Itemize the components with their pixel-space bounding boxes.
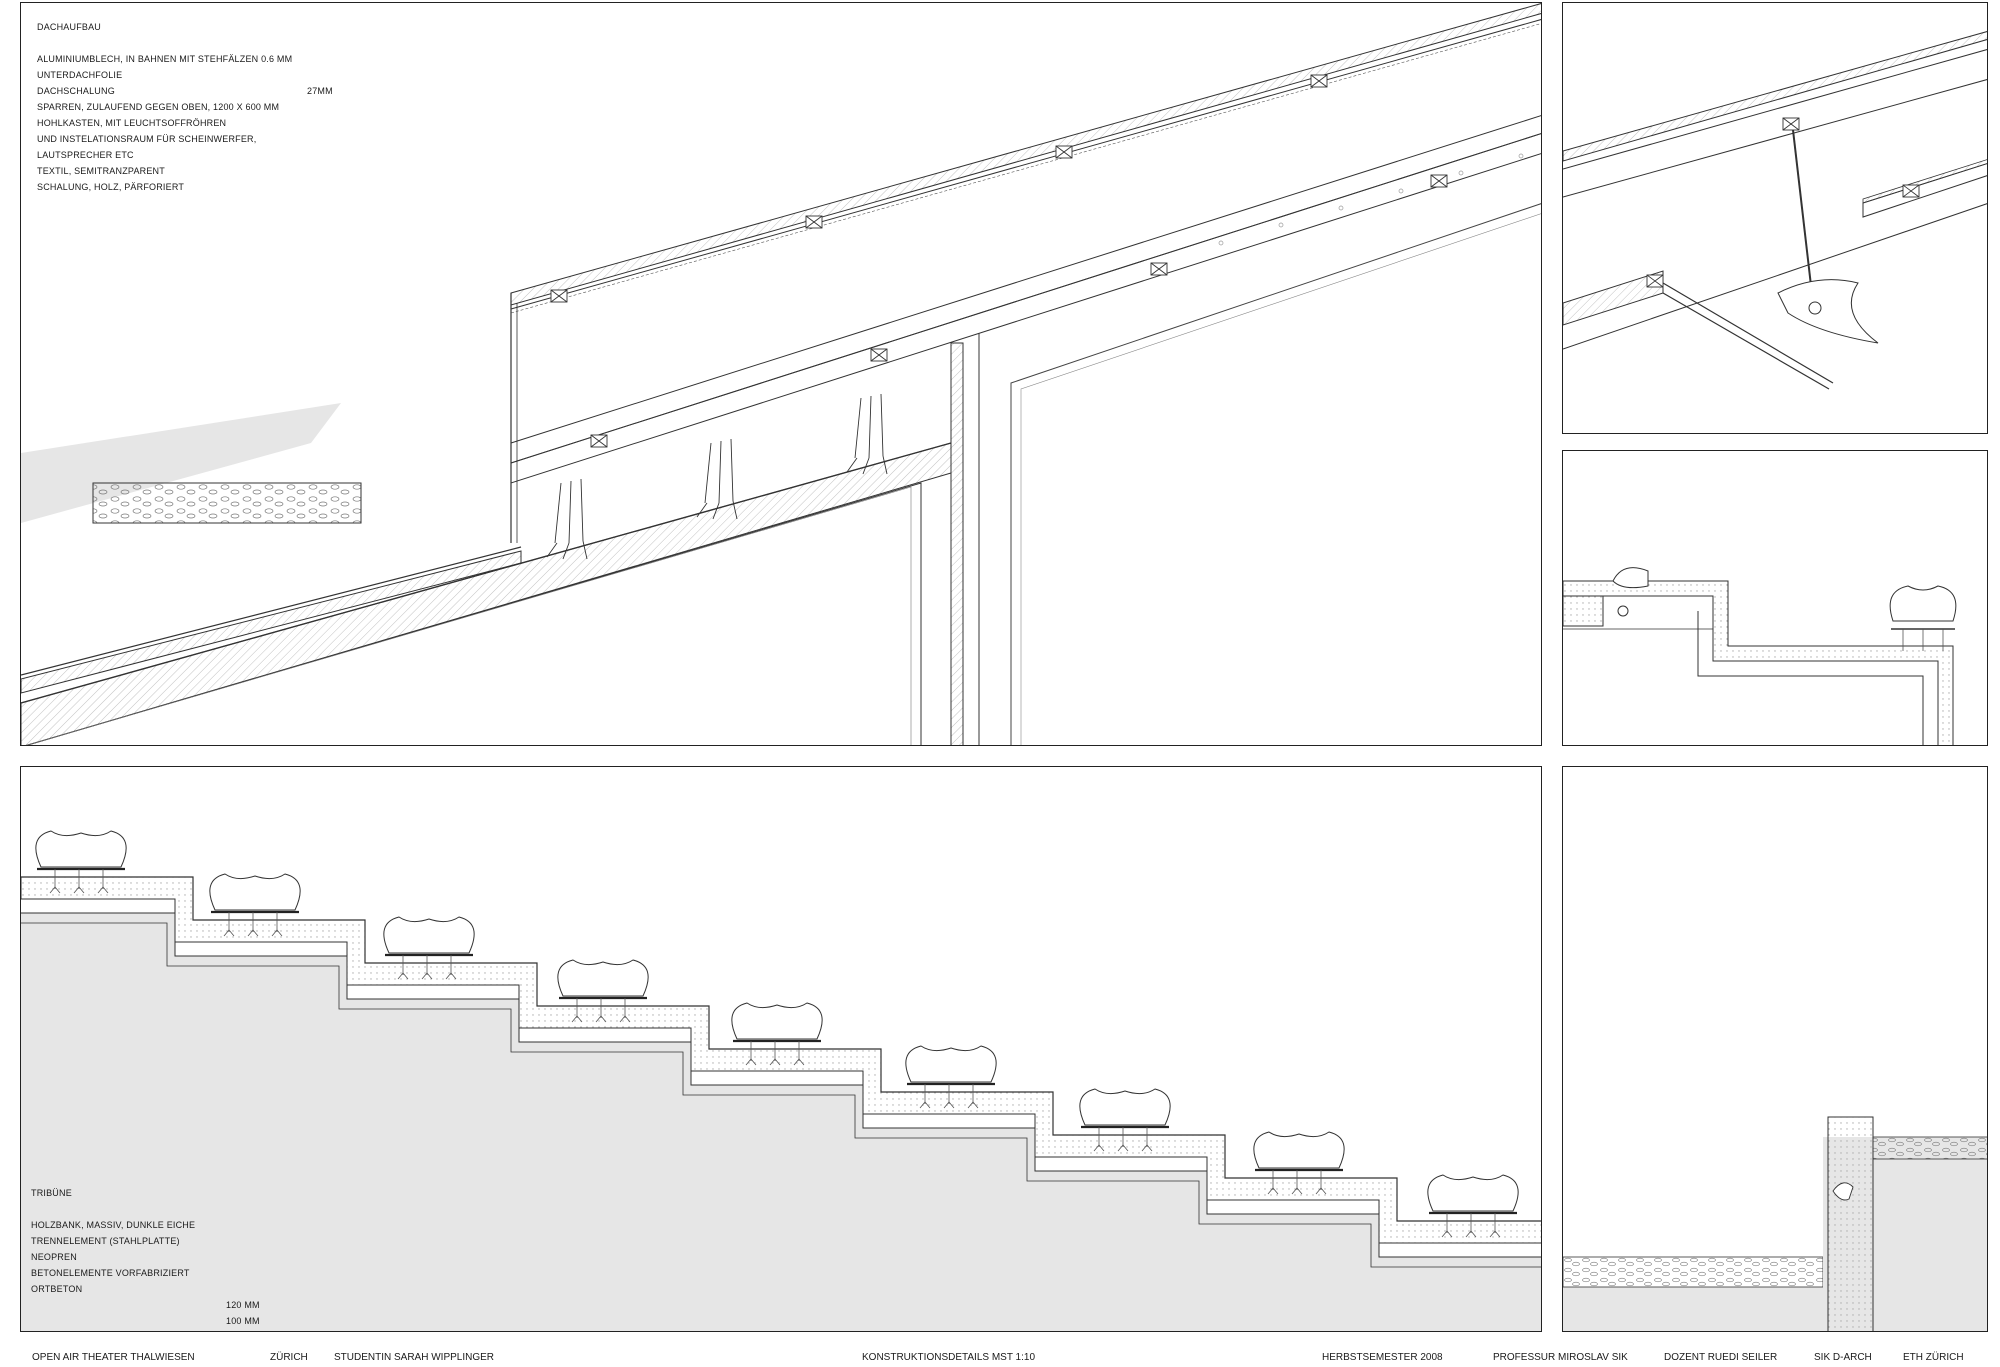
footer-city: ZÜRICH: [270, 1352, 308, 1363]
tribune-dimension-label: 100 MM: [226, 1316, 260, 1326]
tribune-stair-drawing: [21, 830, 1541, 1331]
anchor-foot: [1315, 1187, 1327, 1195]
anchor-foot: [1141, 1144, 1153, 1152]
anchor-foot: [571, 1015, 583, 1023]
tribune-stair-line: [21, 912, 1541, 1258]
footer-student: STUDENTIN SARAH WIPPLINGER: [334, 1352, 495, 1363]
roof-legend-line: SPARREN, ZULAUFEND GEGEN OBEN, 1200 X 60…: [37, 102, 280, 112]
oak-bench-icon: [557, 959, 649, 1023]
anchor-foot: [919, 1101, 931, 1109]
oak-bench-icon: [731, 1002, 823, 1066]
anchor-foot: [793, 1058, 805, 1066]
anchor-foot: [397, 972, 409, 980]
anchor-foot: [1465, 1230, 1477, 1238]
footer-drawing-title: KONSTRUKTIONSDETAILS MST 1:10: [862, 1352, 1036, 1363]
bench-seat-shape: [209, 873, 301, 911]
oak-bench-icon: [35, 830, 127, 894]
tribune-stair-line: [21, 876, 1541, 1222]
anchor-foot: [1441, 1230, 1453, 1238]
footer-professor: PROFESSUR MIROSLAV SIK: [1493, 1352, 1628, 1363]
seat-step-detail-panel: [1562, 450, 1988, 746]
footer-lecturer: DOZENT RUEDI SEILER: [1664, 1352, 1778, 1363]
footer-project: OPEN AIR THEATER THALWIESEN: [32, 1352, 195, 1363]
seat-step-detail-drawing: [1563, 567, 1957, 745]
tribune-dimension-label: 120 MM: [226, 1300, 260, 1310]
bench-seat-shape: [35, 830, 127, 868]
roof-legend-line: TEXTIL, SEMITRANZPARENT: [37, 166, 165, 176]
anchor-foot: [595, 1015, 607, 1023]
roof-legend-line: UNTERDACHFOLIE: [37, 70, 123, 80]
anchor-foot: [1117, 1144, 1129, 1152]
tribune-layer-legend: TRIBÜNE HOLZBANK, MASSIV, DUNKLE EICHE T…: [31, 1185, 331, 1326]
anchor-foot: [1291, 1187, 1303, 1195]
foundation-detail-panel: [1562, 766, 1988, 1332]
oak-bench-icon: [209, 873, 301, 937]
roof-legend-title: DACHAUFBAU: [37, 22, 102, 32]
oak-bench-icon: [383, 916, 475, 980]
bench-seat-shape: [1427, 1174, 1519, 1212]
anchor-foot: [769, 1058, 781, 1066]
roof-legend-line: SCHALUNG, HOLZ, PÄRFORIERT: [37, 182, 185, 192]
foundation-detail-drawing: [1563, 1116, 1987, 1331]
tribune-legend-line: BETONELEMENTE VORFABRIZIERT: [31, 1268, 190, 1278]
footer-semester: HERBSTSEMESTER 2008: [1322, 1352, 1443, 1363]
anchor-foot: [271, 929, 283, 937]
footer-chair: SIK D-ARCH: [1814, 1352, 1872, 1363]
eave-detail-drawing: [1563, 31, 1987, 390]
bench-seat-shape: [1253, 1131, 1345, 1169]
eave-detail-panel: [1562, 2, 1988, 434]
anchor-foot: [97, 886, 109, 894]
anchor-foot: [73, 886, 85, 894]
tribune-ground: [21, 913, 1541, 1331]
anchor-foot: [223, 929, 235, 937]
roof-legend-line: LAUTSPRECHER ETC: [37, 150, 134, 160]
roof-layer-legend: DACHAUFBAU ALUMINIUMBLECH, IN BAHNEN MIT…: [37, 19, 337, 195]
anchor-foot: [1267, 1187, 1279, 1195]
tribune-legend-line: ORTBETON: [31, 1284, 83, 1294]
anchor-foot: [247, 929, 259, 937]
bench-seat-shape: [557, 959, 649, 997]
anchor-foot: [445, 972, 457, 980]
anchor-foot: [49, 886, 61, 894]
oak-bench-icon: [1427, 1174, 1519, 1238]
roof-legend-line: ALUMINIUMBLECH, IN BAHNEN MIT STEHFÄLZEN…: [37, 54, 293, 64]
bench-seat-shape: [1079, 1088, 1171, 1126]
anchor-foot: [745, 1058, 757, 1066]
oak-bench-icon: [1253, 1131, 1345, 1195]
anchor-foot: [967, 1101, 979, 1109]
tribune-stair-line: [21, 922, 1541, 1268]
tribune-legend-line: HOLZBANK, MASSIV, DUNKLE EICHE: [31, 1220, 196, 1230]
tribune-legend-title: TRIBÜNE: [31, 1188, 72, 1198]
roof-legend-line: DACHSCHALUNG: [37, 86, 115, 96]
anchor-foot: [1489, 1230, 1501, 1238]
roof-legend-line: UND INSTELATIONSRAUM FÜR SCHEINWERFER,: [37, 134, 257, 144]
tribune-legend-line: TRENNELEMENT (STAHLPLATTE): [31, 1236, 180, 1246]
bench-seat-shape: [905, 1045, 997, 1083]
roof-legend-line: HOHLKASTEN, MIT LEUCHTSOFFRÖHREN: [37, 118, 227, 128]
anchor-foot: [421, 972, 433, 980]
tribune-panel: TRIBÜNE HOLZBANK, MASSIV, DUNKLE EICHE T…: [20, 766, 1542, 1332]
tribune-legend-line: NEOPREN: [31, 1252, 77, 1262]
anchor-foot: [1093, 1144, 1105, 1152]
oak-bench-icon: [905, 1045, 997, 1109]
roof-detail-panel: DACHAUFBAU ALUMINIUMBLECH, IN BAHNEN MIT…: [20, 2, 1542, 746]
roof-section-drawing: [21, 3, 1541, 745]
footer-school: ETH ZÜRICH: [1903, 1352, 1964, 1363]
anchor-foot: [943, 1101, 955, 1109]
roof-dimension-label: 27MM: [307, 86, 333, 96]
bench-seat-shape: [731, 1002, 823, 1040]
anchor-foot: [619, 1015, 631, 1023]
oak-bench-icon: [1079, 1088, 1171, 1152]
bench-seat-shape: [383, 916, 475, 954]
